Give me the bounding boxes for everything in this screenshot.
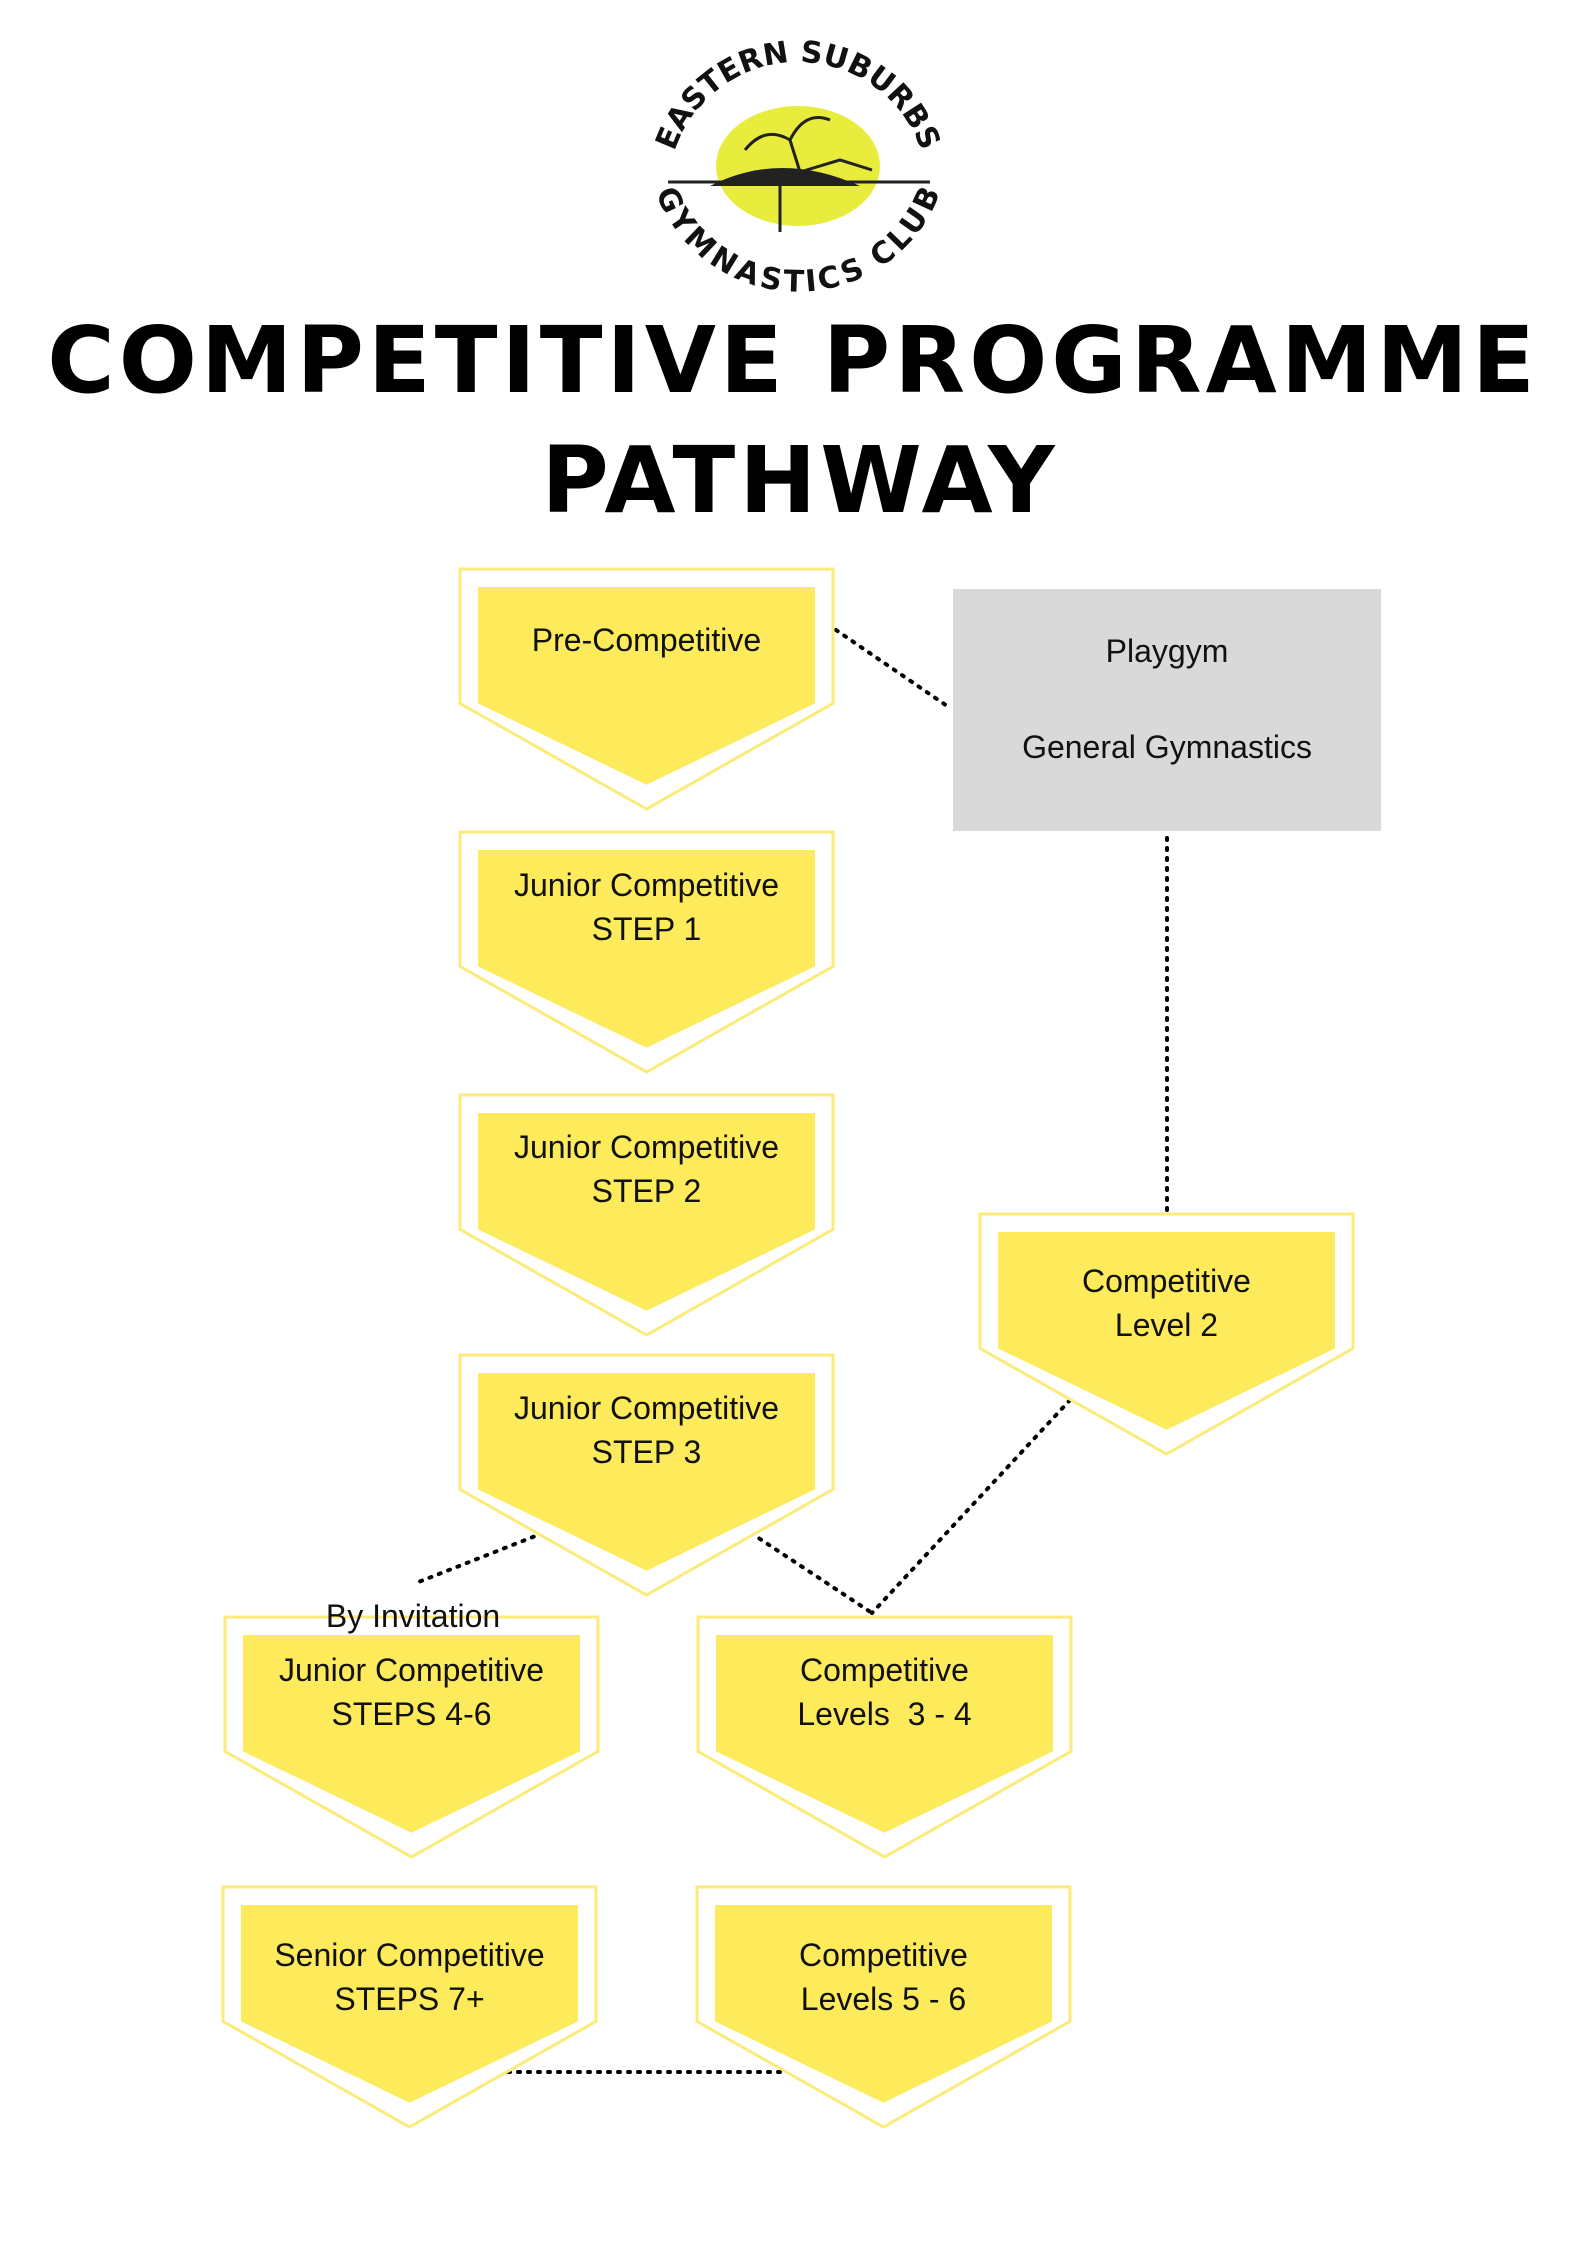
chevron-label: Junior Competitive [279, 1652, 544, 1688]
general-gymnastics-label: General Gymnastics [1022, 729, 1312, 765]
chevron-label: Competitive [800, 1652, 969, 1688]
chevron-label: Junior Competitive [514, 867, 779, 903]
chevron-fill [715, 1905, 1052, 2103]
chevron-fill [998, 1232, 1335, 1430]
chevron-label: STEPS 7+ [334, 1981, 484, 2017]
by-invitation-label: By Invitation [326, 1598, 500, 1634]
chevron-label: Junior Competitive [514, 1129, 779, 1165]
chevron-fill [243, 1635, 580, 1833]
connector-level2-to-levels34 [870, 1398, 1072, 1615]
playgym-box-bg [953, 589, 1381, 831]
chevron-label: STEP 3 [592, 1434, 702, 1470]
chevron-fill [716, 1635, 1053, 1833]
page-title-line1: COMPETITIVE PROGRAMME [47, 307, 1539, 414]
connector-step3-to-steps46 [414, 1531, 545, 1585]
chevron-label: Senior Competitive [274, 1937, 544, 1973]
chevron-fill [478, 1373, 815, 1571]
chevron-label: Levels 5 - 6 [801, 1981, 966, 2017]
playgym-label: Playgym [1106, 633, 1229, 669]
page-title-line2: PATHWAY [541, 427, 1058, 534]
chevron-label: Level 2 [1115, 1307, 1218, 1343]
chevron-pre-competitive: Pre-Competitive [458, 567, 835, 811]
gymnast-on-beam-icon [668, 116, 930, 232]
chevron-fill [478, 850, 815, 1048]
connector-step3-to-levels34 [749, 1531, 874, 1615]
chevron-fill [478, 587, 815, 785]
chevron-label: Competitive [799, 1937, 968, 1973]
playgym-box: Playgym General Gymnastics [953, 589, 1381, 831]
connectors [414, 628, 1169, 2074]
chevron-label: Pre-Competitive [532, 622, 761, 658]
chevron-label: Junior Competitive [514, 1390, 779, 1426]
chevron-fill [241, 1905, 578, 2103]
chevron-fill [478, 1113, 815, 1311]
chevron-label: STEP 2 [592, 1173, 702, 1209]
chevron-label: Levels 3 - 4 [797, 1696, 971, 1732]
chevron-label: Competitive [1082, 1263, 1251, 1299]
connector-pre-to-playgym [834, 628, 952, 710]
chevron-label: STEPS 4-6 [331, 1696, 491, 1732]
chevron-label: STEP 1 [592, 911, 702, 947]
club-logo: EASTERN SUBURBS GYMNASTICS CLUB [648, 35, 948, 300]
